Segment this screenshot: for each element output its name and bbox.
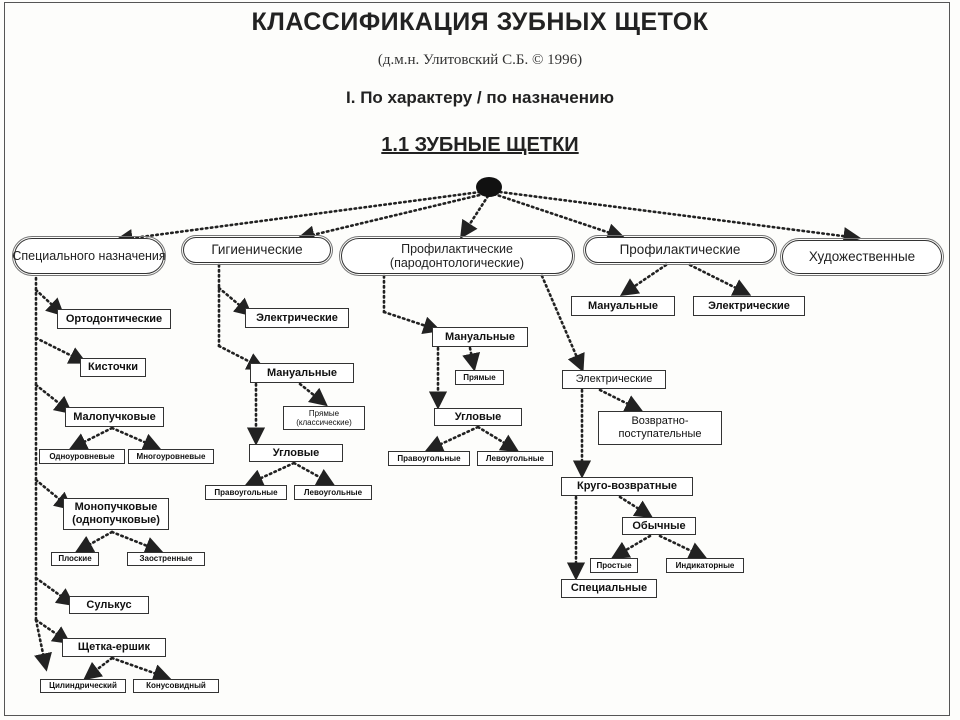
node-hygienic-left-angled: Левоугольные xyxy=(294,485,372,500)
node-reciprocating: Возвратно-поступательные xyxy=(598,411,722,445)
node-preventive-manual: Мануальные xyxy=(571,296,675,316)
section-heading: I. По характеру / по назначению xyxy=(346,88,614,107)
node-hygienic-manual: Мануальные xyxy=(250,363,354,383)
node-indicator: Индикаторные xyxy=(666,558,744,573)
node-brushes: Кисточки xyxy=(80,358,146,377)
node-sulcus: Сулькус xyxy=(69,596,149,614)
node-conical: Конусовидный xyxy=(133,679,219,693)
node-flat: Плоские xyxy=(51,552,99,566)
category-special-purpose: Специального назначения xyxy=(12,236,166,276)
node-periodontal-electric: Электрические xyxy=(562,370,666,389)
node-mono-tuft: Монопучковые (однопучковые) xyxy=(63,498,169,530)
node-ordinary: Обычные xyxy=(622,517,696,535)
node-orthodontic: Ортодонтические xyxy=(57,309,171,329)
node-periodontal-left-angled: Левоугольные xyxy=(477,451,553,466)
node-periodontal-straight: Прямые xyxy=(455,370,504,385)
node-periodontal-manual: Мануальные xyxy=(432,327,528,347)
category-preventive-periodontal: Профилактические (пародонтологические) xyxy=(339,236,575,276)
node-circular-reciprocating: Круго-возвратные xyxy=(561,477,693,496)
category-hygienic: Гигиенические xyxy=(181,235,333,265)
page-title: КЛАССИФИКАЦИЯ ЗУБНЫХ ЩЕТОК xyxy=(251,8,709,36)
node-pointed: Заостренные xyxy=(127,552,205,566)
node-multi-level: Многоуровневые xyxy=(128,449,214,464)
author-credit: (д.м.н. Улитовский С.Б. © 1996) xyxy=(377,52,583,68)
node-hygienic-electric: Электрические xyxy=(245,308,349,328)
subsection-heading: 1.1 ЗУБНЫЕ ЩЕТКИ xyxy=(381,134,579,156)
node-specialized: Специальные xyxy=(561,579,657,598)
node-periodontal-right-angled: Правоугольные xyxy=(388,451,470,466)
node-periodontal-angled: Угловые xyxy=(434,408,522,426)
node-cylindrical: Цилиндрический xyxy=(40,679,126,693)
node-single-level: Одноуровневые xyxy=(39,449,125,464)
node-low-tuft: Малопучковые xyxy=(65,407,164,427)
node-interdental-brush: Щетка-ершик xyxy=(62,638,166,657)
node-hygienic-angled: Угловые xyxy=(249,444,343,462)
node-hygienic-straight: Прямые (классические) xyxy=(283,406,365,430)
node-simple: Простые xyxy=(590,558,638,573)
page-frame xyxy=(4,2,950,716)
category-artistic: Художественные xyxy=(780,238,944,276)
node-hygienic-right-angled: Правоугольные xyxy=(205,485,287,500)
root-node xyxy=(476,177,502,197)
node-preventive-electric: Электрические xyxy=(693,296,805,316)
category-preventive: Профилактические xyxy=(583,235,777,265)
